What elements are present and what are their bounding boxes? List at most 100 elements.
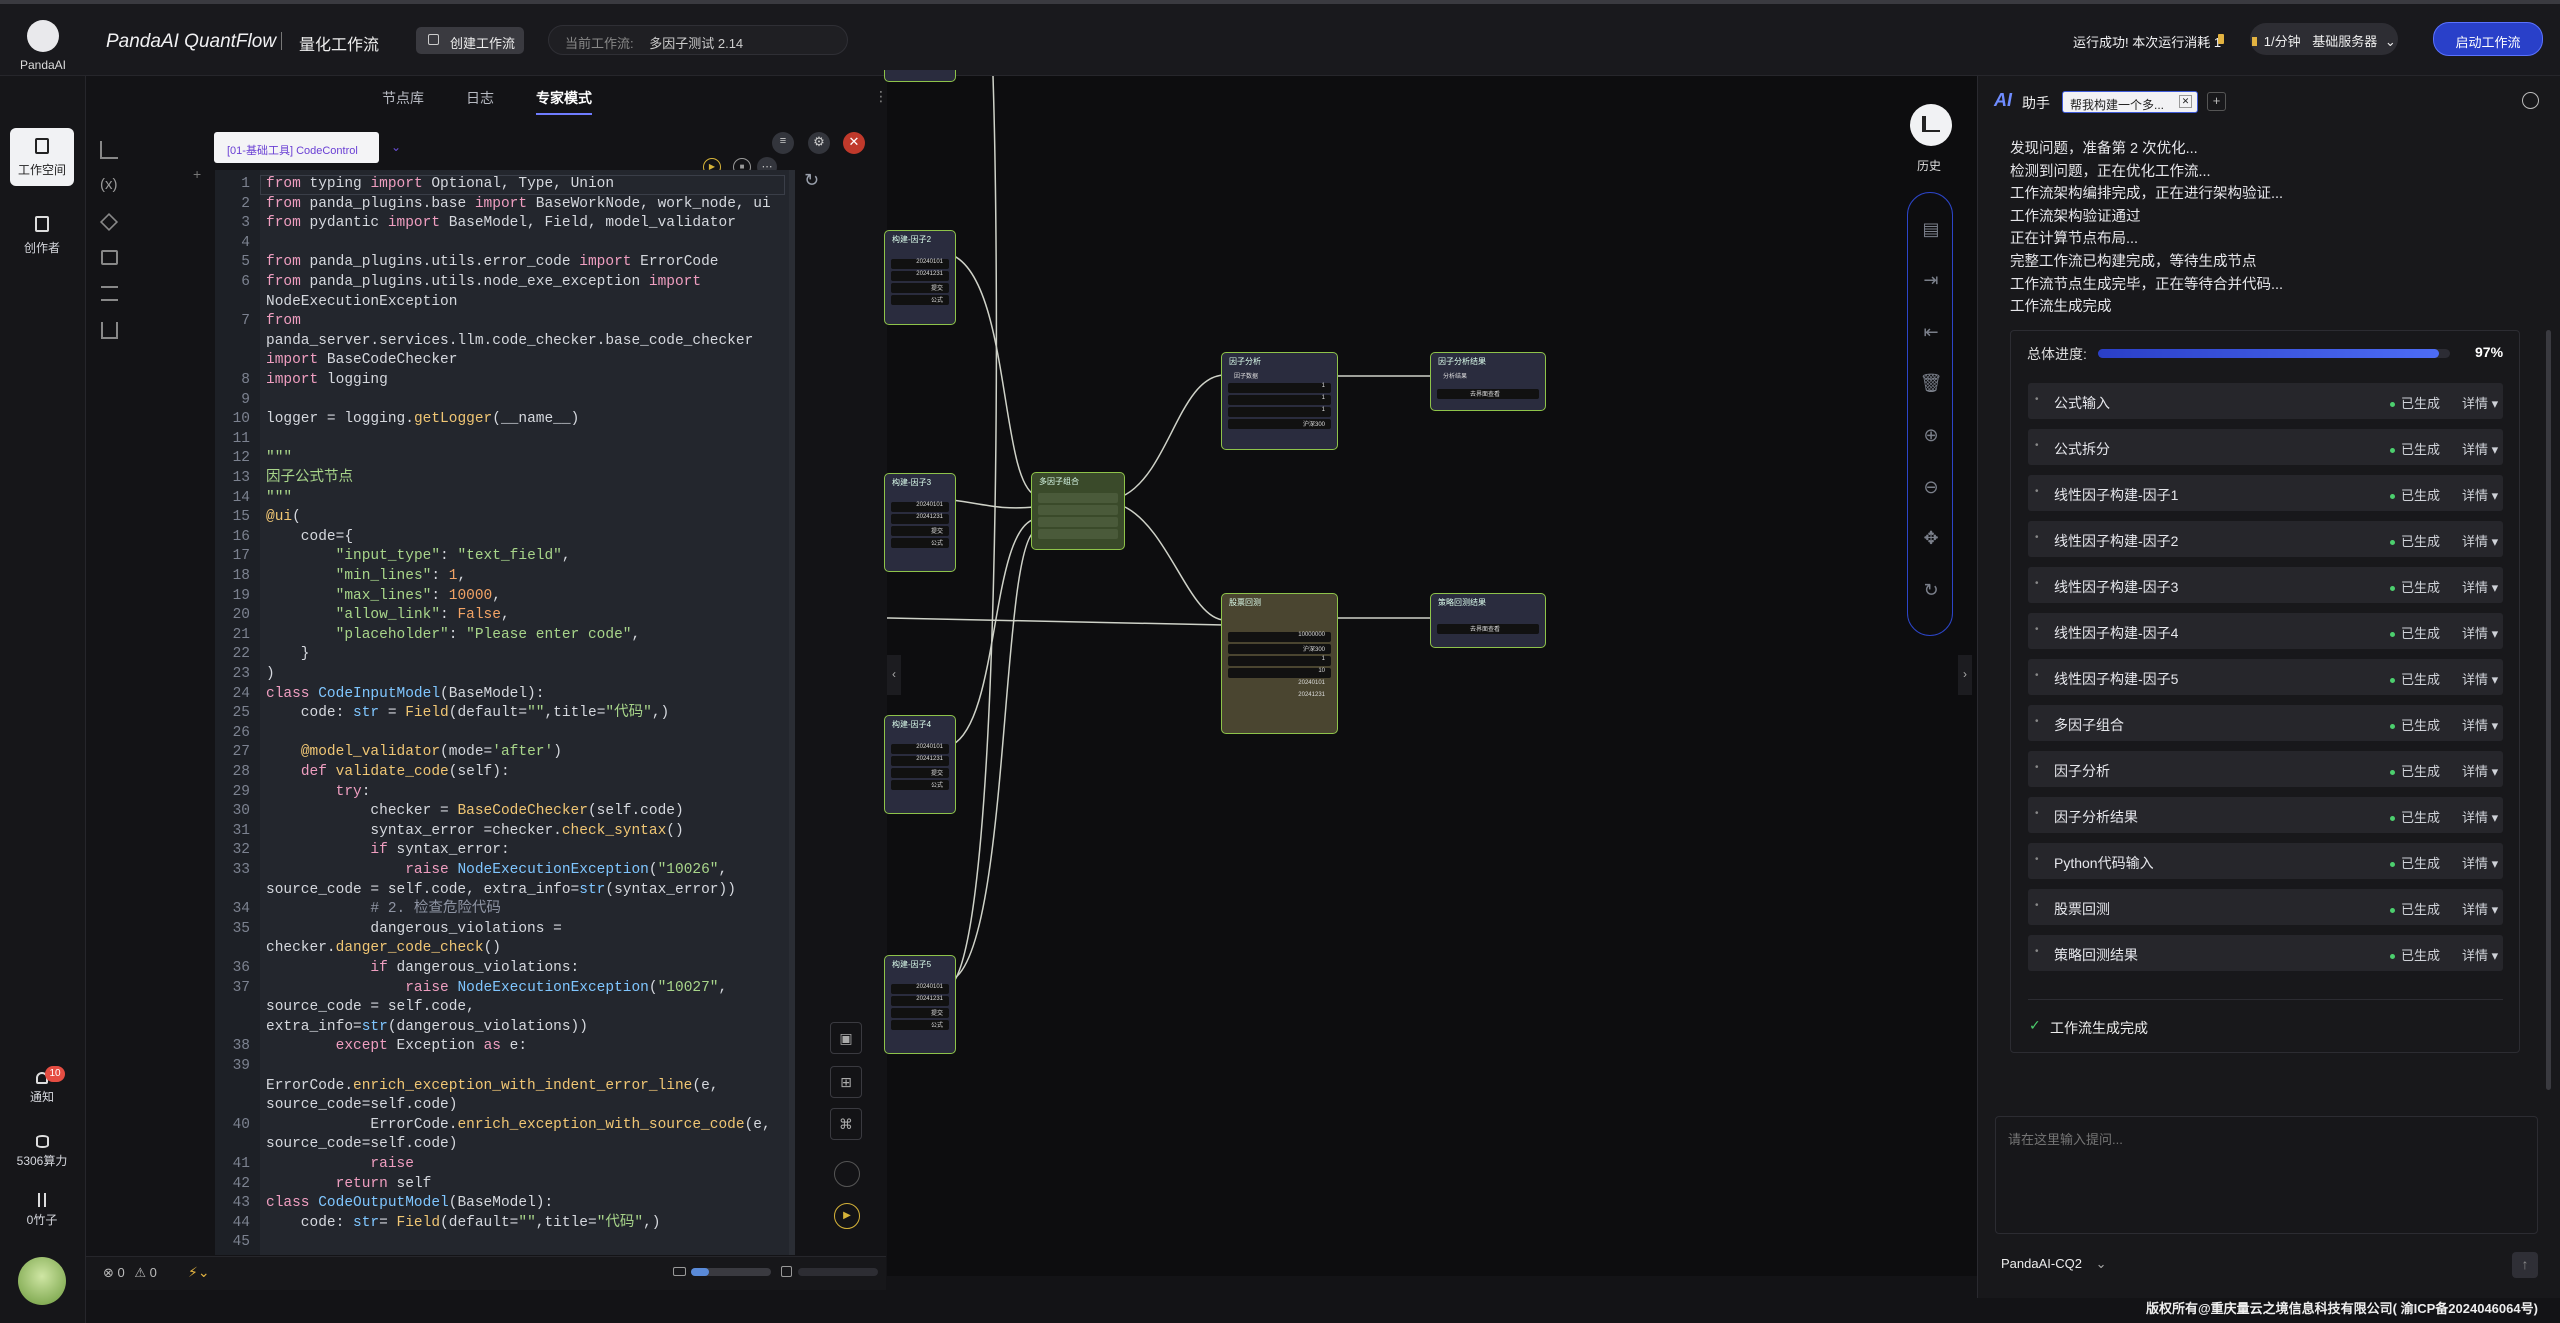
step-detail-button[interactable]: 详情 ▾ <box>2462 396 2499 411</box>
close-editor-icon[interactable]: ✕ <box>843 132 865 154</box>
layout-icon[interactable]: ⊞ <box>830 1066 862 1098</box>
minimap-icon[interactable] <box>781 1266 792 1277</box>
nav-notify[interactable]: 通知 10 <box>10 1066 74 1112</box>
step-item[interactable]: •多因子组合已生成详情 ▾ <box>2028 705 2503 741</box>
step-detail-button[interactable]: 详情 ▾ <box>2462 948 2499 963</box>
code-line[interactable]: from panda_plugins.base import BaseWorkN… <box>266 195 771 212</box>
code-line[interactable]: ErrorCode.enrich_exception_with_source_c… <box>266 1116 771 1133</box>
zoom-out-icon[interactable]: ⊖ <box>1923 477 1939 497</box>
code-line[interactable]: source_code=self.code) <box>266 1097 458 1114</box>
code-line[interactable]: source_code = self.code, extra_info=str(… <box>266 881 736 898</box>
refresh-icon[interactable]: ↻ <box>804 170 820 190</box>
tab-log[interactable]: 日志 <box>466 90 494 106</box>
code-line[interactable]: checker = BaseCodeChecker(self.code) <box>266 803 684 820</box>
workflow-canvas[interactable] <box>887 76 1977 1276</box>
code-line[interactable]: source_code=self.code) <box>266 1136 458 1153</box>
list-icon[interactable]: ≡ <box>772 132 794 154</box>
code-line[interactable]: "input_type": "text_field", <box>335 548 571 565</box>
reset-icon[interactable]: ↻ <box>1923 580 1939 600</box>
step-detail-button[interactable]: 详情 ▾ <box>2462 534 2499 549</box>
code-line[interactable]: dangerous_violations = <box>266 920 562 937</box>
code-line[interactable]: ) <box>266 666 275 682</box>
step-detail-button[interactable]: 详情 ▾ <box>2462 902 2499 917</box>
step-detail-button[interactable]: 详情 ▾ <box>2462 580 2499 595</box>
code-line[interactable]: from pydantic import BaseModel, Field, m… <box>266 215 736 232</box>
zoom-in-icon[interactable]: ⊕ <box>1923 425 1939 445</box>
send-button[interactable]: ↑ <box>2512 1252 2538 1278</box>
search-list-icon[interactable] <box>101 286 118 301</box>
code-line[interactable]: return self <box>335 1175 432 1192</box>
step-item[interactable]: •因子分析已生成详情 ▾ <box>2028 751 2503 787</box>
clipboard-icon[interactable]: ▤ <box>1922 219 1940 239</box>
trash-icon[interactable]: 🗑 <box>1919 373 1943 393</box>
tab-node-library[interactable]: 节点库 <box>382 90 424 106</box>
error-count[interactable]: ⊗ 0 ⚠ 0 <box>103 1265 157 1280</box>
nav-compute[interactable]: 5306算力 <box>10 1135 74 1175</box>
code-line[interactable]: """ <box>266 489 293 506</box>
code-line[interactable]: """ <box>266 450 293 467</box>
code-line[interactable]: } <box>266 646 310 663</box>
nav-workspace[interactable]: 工作空间 <box>10 128 74 186</box>
code-line[interactable]: # 2. 检查危险代码 <box>370 901 501 918</box>
collapse-left-icon[interactable]: ‹ <box>887 655 901 695</box>
step-detail-button[interactable]: 详情 ▾ <box>2462 718 2499 733</box>
code-line[interactable]: from panda_plugins.utils.node_exe_except… <box>266 274 702 290</box>
model-select[interactable]: PandaAI-CQ2 ⌄ <box>2001 1256 2107 1271</box>
code-editor[interactable] <box>215 170 795 1255</box>
code-line[interactable]: raise <box>370 1156 414 1172</box>
step-item[interactable]: •因子分析结果已生成详情 ▾ <box>2028 797 2503 833</box>
step-detail-button[interactable]: 详情 ▾ <box>2462 488 2499 503</box>
code-line[interactable]: import BaseCodeChecker <box>266 352 458 369</box>
code-line[interactable]: @model_validator(mode='after') <box>300 744 562 761</box>
code-line[interactable]: raise NodeExecutionException("10026", <box>405 862 728 878</box>
tab-expert-mode[interactable]: 专家模式 <box>536 90 592 106</box>
code-line[interactable]: source_code = self.code, <box>266 999 475 1016</box>
code-line[interactable]: code: str= Field(default="",title="代码",) <box>266 1214 661 1231</box>
step-detail-button[interactable]: 详情 ▾ <box>2462 764 2499 779</box>
clock-icon[interactable] <box>2522 92 2539 109</box>
code-line[interactable]: class CodeInputModel(BaseModel): <box>266 685 545 702</box>
export-icon[interactable]: ⇥ <box>1923 270 1939 290</box>
editor-tab-dropdown-icon[interactable]: ⌄ <box>391 140 402 154</box>
avatar[interactable] <box>18 1257 66 1305</box>
save-icon[interactable]: ▣ <box>830 1022 862 1054</box>
step-detail-button[interactable]: 详情 ▾ <box>2462 672 2499 687</box>
code-line[interactable]: syntax_error =checker.check_syntax() <box>266 822 684 839</box>
multi-factor-combine-node[interactable]: 多因子组合 <box>1031 472 1125 550</box>
code-line[interactable]: 因子公式节点 <box>266 470 353 486</box>
assist-scrollbar[interactable] <box>2546 330 2551 1090</box>
step-item[interactable]: •股票回测已生成详情 ▾ <box>2028 889 2503 925</box>
backtest-result-node[interactable]: 策略回测结果 去界面查看 <box>1430 593 1546 648</box>
nav-bamboo[interactable]: 0竹子 <box>10 1193 74 1233</box>
tree-icon[interactable] <box>100 141 118 159</box>
cube-icon[interactable] <box>99 212 119 232</box>
code-line[interactable]: ErrorCode.enrich_exception_with_indent_e… <box>266 1077 719 1094</box>
code-line[interactable]: if dangerous_violations: <box>370 960 580 976</box>
stack-icon[interactable] <box>101 250 118 265</box>
panda-logo-icon[interactable] <box>27 20 59 52</box>
step-detail-button[interactable]: 详情 ▾ <box>2462 810 2499 825</box>
import-icon[interactable]: ⇤ <box>1923 322 1939 342</box>
step-item[interactable]: •公式拆分已生成详情 ▾ <box>2028 429 2503 465</box>
create-workflow-button[interactable]: 创建工作流 <box>416 27 524 54</box>
factor-node-4[interactable]: 构建-因子4 20240101 20241231 提交 公式 <box>884 715 956 814</box>
factor-analysis-result-node[interactable]: 因子分析结果 分析结果 去界面查看 <box>1430 352 1546 411</box>
factor-analysis-node[interactable]: 因子分析 因子数据 1 1 1 沪深300 <box>1221 352 1338 450</box>
step-item[interactable]: •Python代码输入已生成详情 ▾ <box>2028 843 2503 879</box>
step-item[interactable]: •公式输入已生成详情 ▾ <box>2028 383 2503 419</box>
chat-tab[interactable]: 帮我构建一个多... ✕ <box>2062 91 2198 113</box>
nav-creator[interactable]: 创作者 <box>10 216 74 266</box>
step-detail-button[interactable]: 详情 ▾ <box>2462 856 2499 871</box>
new-chat-icon[interactable]: + <box>2207 92 2226 111</box>
code-line[interactable]: class CodeOutputModel(BaseModel): <box>266 1195 554 1212</box>
code-line[interactable]: logger = logging.getLogger(__name__) <box>266 411 580 428</box>
code-line[interactable]: try: <box>335 783 371 800</box>
code-line[interactable]: "min_lines": 1, <box>335 568 467 584</box>
panel-more-icon[interactable]: ⋮ <box>874 88 888 104</box>
stop-circle-icon[interactable] <box>834 1161 860 1187</box>
step-detail-button[interactable]: 详情 ▾ <box>2462 626 2499 641</box>
editor-add-icon[interactable]: + <box>193 166 202 182</box>
current-workflow-field[interactable]: 当前工作流: 多因子测试 2.14 <box>548 25 848 55</box>
